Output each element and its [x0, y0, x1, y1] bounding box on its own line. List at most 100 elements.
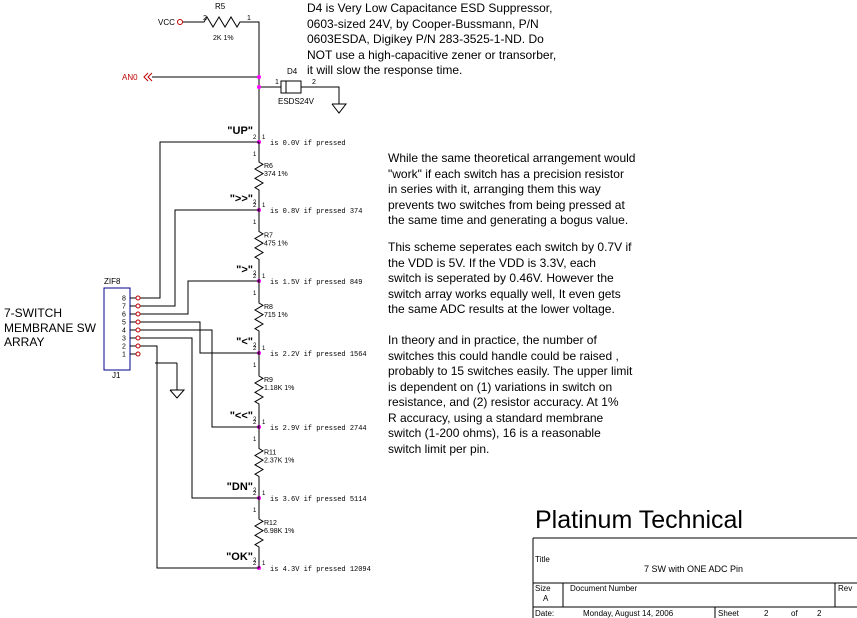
switch-pin-bottom: 1	[262, 135, 266, 141]
resistor-ref: R6	[264, 163, 273, 170]
r5-to-node-wire	[244, 21, 260, 87]
switch-wire	[140, 141, 259, 299]
resistor-ref: R11	[264, 450, 276, 457]
size-value: A	[543, 594, 549, 603]
vcc-label: VCC	[158, 18, 175, 27]
resistor-value: 475 1%	[264, 241, 288, 248]
switch-pin-bottom: 1	[262, 561, 266, 567]
resistor-ref: R7	[264, 233, 273, 240]
ground-icon-connector	[169, 389, 186, 399]
r5-ref: R5	[215, 2, 226, 11]
d4-ref: D4	[287, 67, 298, 76]
connector-pin-terminal	[135, 335, 141, 341]
switch-label: "UP"	[227, 125, 253, 137]
connector-pin-1: 1	[122, 352, 126, 359]
connector-pin-terminal	[135, 343, 141, 349]
connector-pin-terminal	[135, 319, 141, 325]
switch-label: "OK"	[226, 551, 253, 563]
d4-wire-right	[301, 86, 340, 104]
array-label: 7-SWITCH MEMBRANE SW ARRAY	[4, 306, 97, 349]
an0-label: AN0	[122, 73, 138, 82]
connector-pin-4: 4	[122, 328, 126, 335]
switch-wire	[140, 345, 259, 569]
connector-ref-bottom: J1	[112, 371, 121, 380]
resistor-pin-bottom: 2	[253, 558, 257, 564]
connector-pin-2: 2	[122, 344, 126, 351]
d4-body	[280, 80, 302, 94]
resistor-r11	[254, 427, 264, 498]
switch-pin-top: 2	[253, 346, 257, 352]
resistor-r7	[254, 210, 264, 281]
resistor-pin-bottom: 2	[253, 200, 257, 206]
connector-pin-terminal	[135, 327, 141, 333]
rev-label: Rev	[838, 584, 852, 593]
size-label: Size	[535, 584, 551, 593]
switch-pin-top: 2	[253, 491, 257, 497]
r5-value: 2K 1%	[213, 35, 234, 42]
d4-part: ESDS24V	[278, 97, 315, 106]
connector-ref-top: ZIF8	[104, 277, 121, 286]
switch-note: is 4.3V if pressed 12094	[270, 566, 371, 574]
note-scheme: This scheme seperates each switch by 0.7…	[388, 240, 632, 316]
resistor-value: 715 1%	[264, 312, 288, 319]
resistor-ref: R8	[264, 304, 273, 311]
switch-wire	[140, 209, 259, 307]
resistor-value: 6.98K 1%	[264, 528, 294, 535]
switch-note: is 2.9V if pressed 2744	[270, 425, 367, 433]
switch-pin-top: 2	[253, 274, 257, 280]
resistor-pin-bottom: 2	[253, 343, 257, 349]
connector-pin-3: 3	[122, 336, 126, 343]
note-d4: D4 is Very Low Capacitance ESD Suppresso…	[307, 1, 557, 77]
d4-pin2: 2	[312, 79, 316, 86]
resistor-ref: R12	[264, 520, 277, 527]
resistor-pin-bottom: 2	[253, 417, 257, 423]
switch-label: ">>"	[230, 193, 253, 205]
switch-pin-top: 2	[253, 203, 257, 209]
resistor-r9	[254, 353, 264, 427]
resistor-pin-top: 1	[253, 363, 257, 369]
switch-label: ">"	[236, 264, 253, 276]
switch-note: is 2.2V if pressed 1564	[270, 351, 367, 359]
switch-pin-bottom: 1	[262, 346, 266, 352]
switch-note: is 0.0V if pressed	[270, 140, 346, 148]
connector-pin-5: 5	[122, 320, 126, 327]
switch-pin-bottom: 1	[262, 274, 266, 280]
resistor-pin-top: 1	[253, 220, 257, 226]
resistor-pin-top: 1	[253, 437, 257, 443]
resistor-r6	[254, 142, 264, 210]
r5-pin1: 1	[247, 15, 251, 22]
r5-pin2: 2	[203, 15, 207, 22]
switch-label: "DN"	[227, 481, 253, 493]
title-block	[532, 537, 857, 618]
connector-pin-8: 8	[122, 296, 126, 303]
switch-pin-bottom: 1	[262, 491, 266, 497]
switch-pin-top: 2	[253, 420, 257, 426]
resistor-value: 2.37K 1%	[264, 458, 294, 465]
note-arrangement: While the same theoretical arrangement w…	[388, 151, 636, 227]
connector-pin-terminal	[135, 295, 141, 301]
connector-j1-body	[103, 287, 131, 371]
switch-note: is 1.5V if pressed 849	[270, 279, 362, 287]
switch-note: is 0.8V if pressed 374	[270, 208, 362, 216]
sheet-label: Sheet	[718, 609, 740, 618]
switch-wire	[140, 321, 259, 354]
docnum-label: Document Number	[570, 584, 637, 593]
r5-resistor	[200, 16, 244, 28]
resistor-value: 374 1%	[264, 171, 288, 178]
title-label: Title	[535, 555, 550, 564]
switch-pin-bottom: 1	[262, 420, 266, 426]
switch-pin-top: 2	[253, 561, 257, 567]
junction-dot-d4	[257, 85, 261, 89]
d4-pin1: 1	[275, 79, 279, 86]
resistor-r12	[254, 498, 264, 568]
junction-dot-an0	[257, 75, 261, 79]
ground-icon-d4	[331, 103, 348, 114]
vcc-terminal	[177, 19, 183, 25]
resistor-pin-bottom: 2	[253, 488, 257, 494]
connector-pin-terminal	[135, 351, 141, 357]
resistor-ref: R9	[264, 377, 273, 384]
note-theory: In theory and in practice, the number of…	[388, 333, 633, 456]
switch-label: "<"	[236, 336, 253, 348]
switch-wire	[140, 337, 259, 499]
